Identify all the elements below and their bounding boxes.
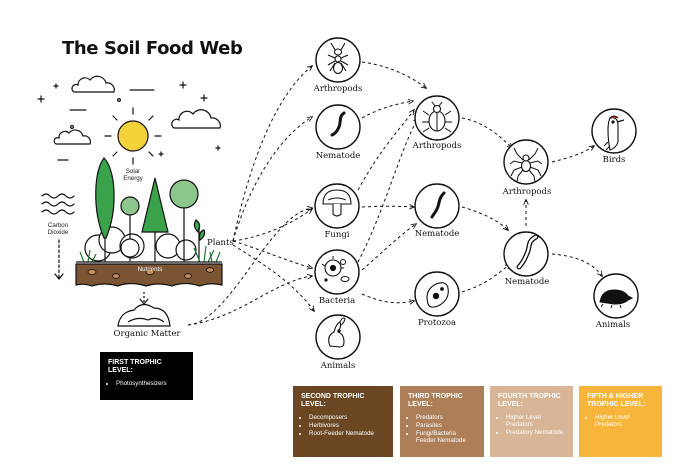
list-item: Higher Level Predators <box>506 414 565 428</box>
trophic-level-2-list: Decomposers Herbivores Root-Feeder Nemat… <box>301 414 385 437</box>
trophic-level-1-title: FIRST TROPHIC LEVEL: <box>108 359 162 374</box>
trophic-level-4-box: FOURTH TROPHIC LEVEL: Higher Level Preda… <box>490 386 573 457</box>
beetle-icon <box>414 95 460 141</box>
node-label-arthropods-2: Arthropods <box>412 141 462 151</box>
node-label-arthropods-3: Arthropods <box>502 187 552 197</box>
nutrients-label: Nutrients <box>137 266 163 273</box>
protozoa-icon <box>414 271 460 317</box>
scene-decorations <box>37 75 221 280</box>
list-item: Predators <box>416 414 476 421</box>
ant-icon <box>315 37 361 83</box>
node-label-animals-1: Animals <box>320 361 356 371</box>
bacteria-icon <box>314 249 360 295</box>
trophic-level-1-list: Photosynthesizers <box>108 380 185 387</box>
list-item: Decomposers <box>309 414 385 421</box>
node-label-nematode-2: Nematode <box>414 229 460 239</box>
carbon-dioxide-label: Carbon Dioxide <box>47 222 69 236</box>
cloud-icon <box>71 75 115 93</box>
list-item: Photosynthesizers <box>116 380 185 387</box>
carbon-wave <box>41 193 75 199</box>
trophic-level-2-title: SECOND TROPHIC LEVEL: <box>301 393 365 408</box>
woodpecker-icon <box>591 108 637 154</box>
carbon-wave <box>41 201 75 207</box>
list-item: Parasites <box>416 422 476 429</box>
rabbit-icon <box>315 314 361 360</box>
trophic-level-5-title: FIFTH & HIGHER TROPHIC LEVEL: <box>587 393 646 408</box>
spider-icon <box>503 139 549 185</box>
arrows <box>187 61 602 326</box>
node-label-nematode-1: Nematode <box>315 151 361 161</box>
mushroom-icon <box>314 183 360 229</box>
list-item: Higher Level Predators <box>595 414 654 428</box>
plants-illustration <box>75 157 223 287</box>
list-item: Predatory Nematode <box>506 429 565 436</box>
trophic-level-4-list: Higher Level Predators Predatory Nematod… <box>498 414 565 436</box>
trophic-level-3-title: THIRD TROPHIC LEVEL: <box>408 393 463 408</box>
worm-icon <box>315 104 361 150</box>
node-label-fungi: Fungi <box>324 230 350 240</box>
list-item: Fungi/Bacteria Feeder Nematode <box>416 430 476 444</box>
organic-matter-label: Organic Matter <box>113 329 181 339</box>
trophic-level-2-box: SECOND TROPHIC LEVEL: Decomposers Herbiv… <box>293 386 393 457</box>
trophic-level-4-title: FOURTH TROPHIC LEVEL: <box>498 393 561 408</box>
list-item: Root-Feeder Nematode <box>309 430 385 437</box>
node-label-nematode-3: Nematode <box>504 277 550 287</box>
cloud-icon <box>53 129 91 145</box>
trophic-level-5-box: FIFTH & HIGHER TROPHIC LEVEL: Higher Lev… <box>579 386 662 457</box>
sun-icon <box>104 107 162 165</box>
node-label-animals-2: Animals <box>595 320 631 330</box>
worm-icon <box>503 231 549 277</box>
page-title: The Soil Food Web <box>62 38 243 59</box>
solar-energy-label: Solar Energy <box>123 168 143 182</box>
list-item: Herbivores <box>309 422 385 429</box>
trophic-level-1-box: FIRST TROPHIC LEVEL: Photosynthesizers <box>100 352 193 400</box>
node-label-birds: Birds <box>602 155 626 165</box>
trophic-level-3-box: THIRD TROPHIC LEVEL: Predators Parasites… <box>400 386 484 457</box>
carbon-wave <box>41 209 75 215</box>
organic-matter-icon <box>117 292 171 327</box>
trophic-level-5-list: Higher Level Predators <box>587 414 654 428</box>
node-label-bacteria: Bacteria <box>318 296 356 306</box>
worm-icon <box>414 183 460 229</box>
node-label-protozoa: Protozoa <box>417 318 457 328</box>
node-label-arthropods-1: Arthropods <box>313 84 363 94</box>
cloud-icon <box>171 109 221 129</box>
trophic-level-3-list: Predators Parasites Fungi/Bacteria Feede… <box>408 414 476 444</box>
mole-icon <box>593 273 639 319</box>
plants-label: Plants <box>207 238 234 248</box>
